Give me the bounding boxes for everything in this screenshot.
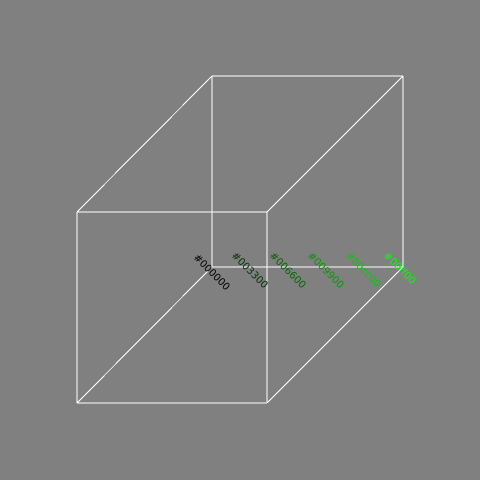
color-label: #009900	[305, 250, 346, 291]
color-label: #006600	[267, 250, 308, 291]
color-label: #000000	[191, 252, 232, 293]
cube-edge-connect-top-left	[76, 75, 213, 213]
color-label: #00cc00	[343, 250, 382, 289]
cube-edge-connect-bottom-right	[266, 266, 404, 404]
cube-edge-connect-top-right	[266, 75, 404, 213]
cube-edge-connect-bottom-left	[76, 266, 213, 404]
color-label: #003300	[229, 250, 270, 291]
color-label: #00ff00	[381, 250, 418, 287]
